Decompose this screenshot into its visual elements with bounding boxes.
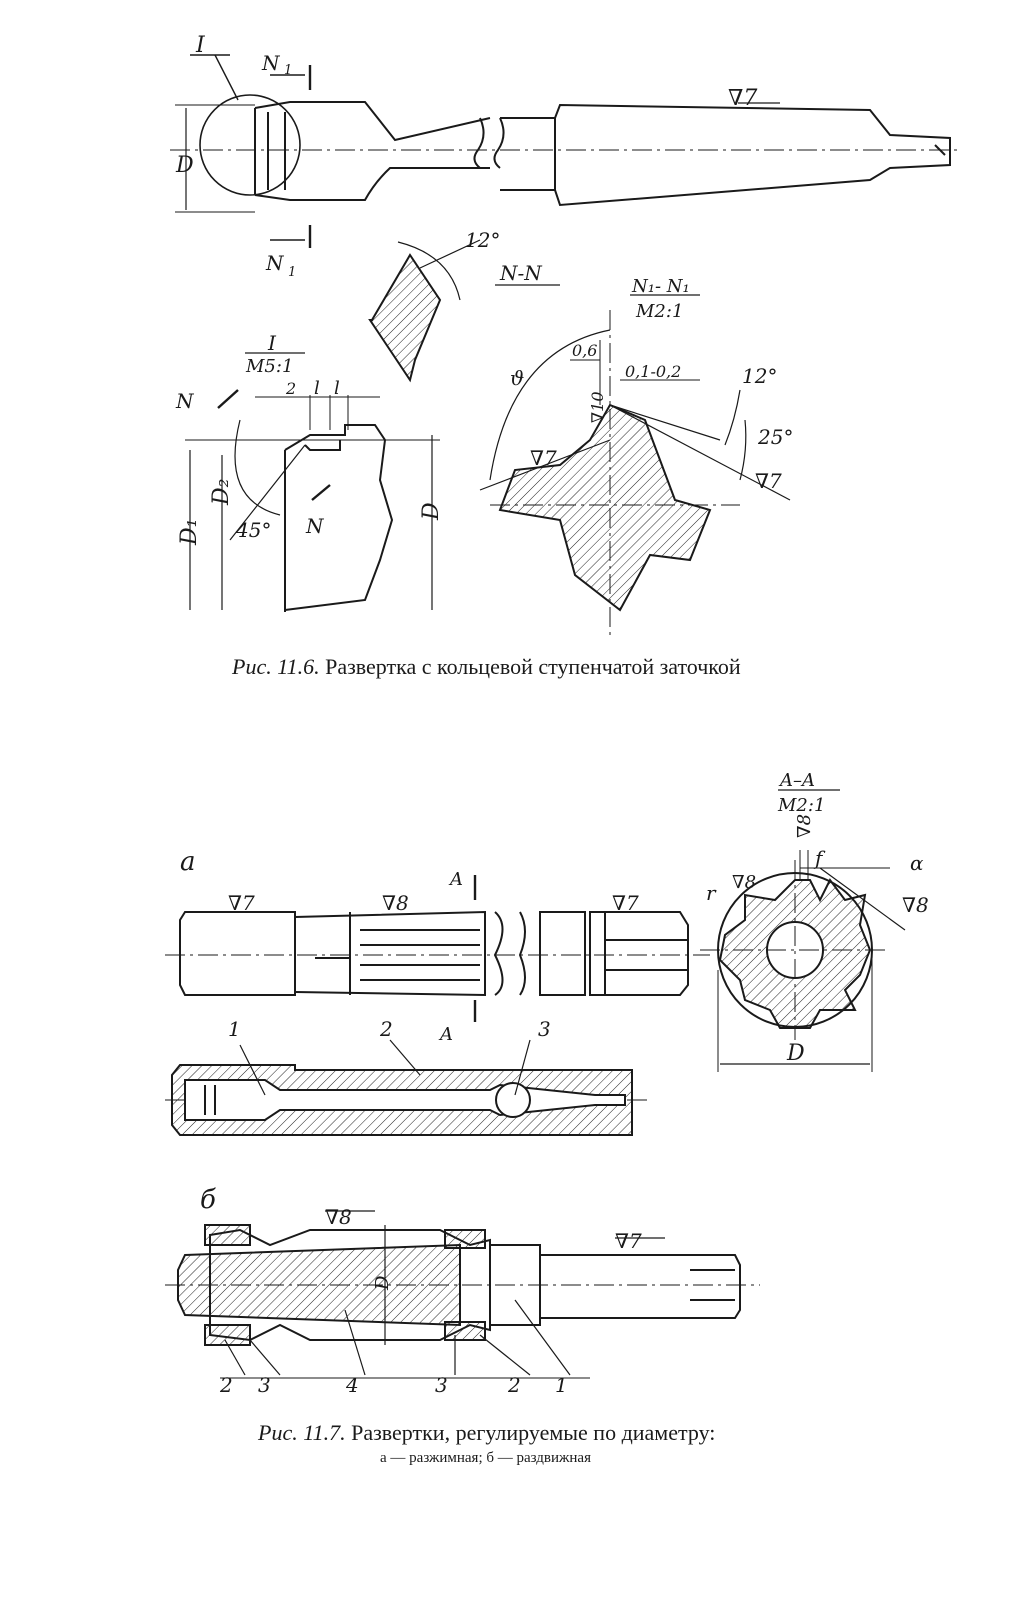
label-section-nn: N-N (499, 261, 543, 285)
label-variant-a: a (180, 847, 196, 877)
label-aa-surf8-right: ∇8 (902, 893, 929, 917)
label-variant-b: б (200, 1185, 216, 1215)
label-section-n1n1: N₁- N₁ (631, 276, 690, 297)
label-n-arrow-bottom: N (305, 514, 325, 538)
label-surf10: ∇10 (588, 391, 607, 423)
label-d2: D₂ (209, 479, 234, 506)
section-n-n (368, 239, 560, 383)
label-b-part3-right: 3 (435, 1373, 448, 1397)
figure-11-6-number: Рис. 11.6. (232, 654, 320, 679)
label-dim-l-1: l (314, 378, 320, 399)
label-n-arrow-top: N (175, 389, 195, 413)
label-a-part3: 3 (538, 1017, 551, 1041)
label-scale-m21-top: M2:1 (635, 301, 683, 322)
reamer-b-section (165, 1210, 760, 1379)
label-cut-a-bottom: A (438, 1024, 453, 1045)
label-theta: ϑ (510, 366, 524, 390)
fig2-labels: a ∇7 ∇8 ∇7 A A A–A M2:1 ∇8 f α ∇8 ∇8 r D… (180, 770, 929, 1397)
figure-11-6-title: Развертка с кольцевой ступенчатой заточк… (325, 654, 741, 679)
label-surf7-left: ∇7 (530, 446, 557, 470)
label-a-part1: 1 (228, 1017, 241, 1041)
label-dim-l-2: l (334, 378, 340, 399)
label-b-surf7: ∇7 (615, 1229, 642, 1253)
label-b-part1: 1 (555, 1373, 568, 1397)
label-b-part3-left: 3 (258, 1373, 271, 1397)
label-n1-bottom: N (265, 251, 285, 275)
detail-i (185, 352, 440, 612)
label-scale-m21-aa: M2:1 (777, 795, 825, 816)
label-surf7-main: ∇7 (728, 86, 757, 111)
label-dim-0102: 0,1-0,2 (625, 362, 681, 381)
label-b-d: D (372, 1275, 393, 1291)
section-n1-n1 (479, 294, 791, 640)
label-dim-06: 0,6 (572, 341, 597, 360)
label-d-detail: D (419, 502, 444, 521)
label-a-surf8: ∇8 (382, 891, 409, 915)
label-dim-2: 2 (285, 379, 296, 398)
fig1-labels: I N 1 N 1 D ∇7 12° N-N N₁- N₁ M2:1 I M5:… (175, 33, 793, 546)
reamer-a-section (165, 1039, 650, 1136)
reamer-a-external (165, 875, 710, 1022)
label-dim-f: f (813, 846, 826, 870)
label-i: I (195, 33, 206, 58)
label-section-aa: A–A (778, 770, 815, 791)
section-a-a (700, 789, 906, 1072)
label-b-part4: 4 (345, 1373, 359, 1397)
figure-11-7-number: Рис. 11.7. (258, 1420, 346, 1445)
label-a-part2: 2 (379, 1017, 393, 1041)
label-d-main: D (175, 153, 194, 178)
figure-11-7-title: Развертки, регулируемые по диаметру: (351, 1420, 716, 1445)
label-angle45: 45° (235, 518, 271, 542)
figure-11-7-caption: Рис. 11.7. Развертки, регулируемые по ди… (258, 1420, 715, 1446)
label-angle12-n1: 12° (742, 364, 777, 388)
label-angle-alpha: α (910, 851, 924, 875)
label-a-surf7-right: ∇7 (612, 891, 639, 915)
label-b-part2-left: 2 (219, 1373, 233, 1397)
label-detail-i: I (267, 331, 277, 355)
label-angle12-nn: 12° (465, 228, 500, 252)
label-d1: D₁ (177, 519, 202, 546)
label-surf7-right: ∇7 (755, 469, 782, 493)
label-n1-bottom-sub: 1 (288, 265, 296, 280)
figure-11-6-caption: Рис. 11.6. Развертка с кольцевой ступенч… (232, 654, 741, 680)
label-b-surf8: ∇8 (325, 1205, 352, 1229)
label-aa-surf8-left: ∇8 (732, 872, 756, 893)
label-radius-r: r (706, 881, 717, 905)
label-cut-a-top: A (448, 869, 463, 890)
label-a-surf7-left: ∇7 (228, 891, 255, 915)
label-n1-top-sub: 1 (284, 63, 292, 78)
figure-11-7-subcaption: а — разжимная; б — раздвижная (380, 1450, 591, 1466)
label-aa-d: D (786, 1041, 805, 1066)
label-n1-top: N (261, 51, 281, 75)
label-aa-surf8-top: ∇8 (794, 814, 815, 838)
reamer-main-view (170, 54, 960, 248)
label-scale-m51: M5:1 (245, 356, 293, 377)
label-b-part2-right: 2 (507, 1373, 521, 1397)
label-angle25: 25° (757, 425, 793, 449)
